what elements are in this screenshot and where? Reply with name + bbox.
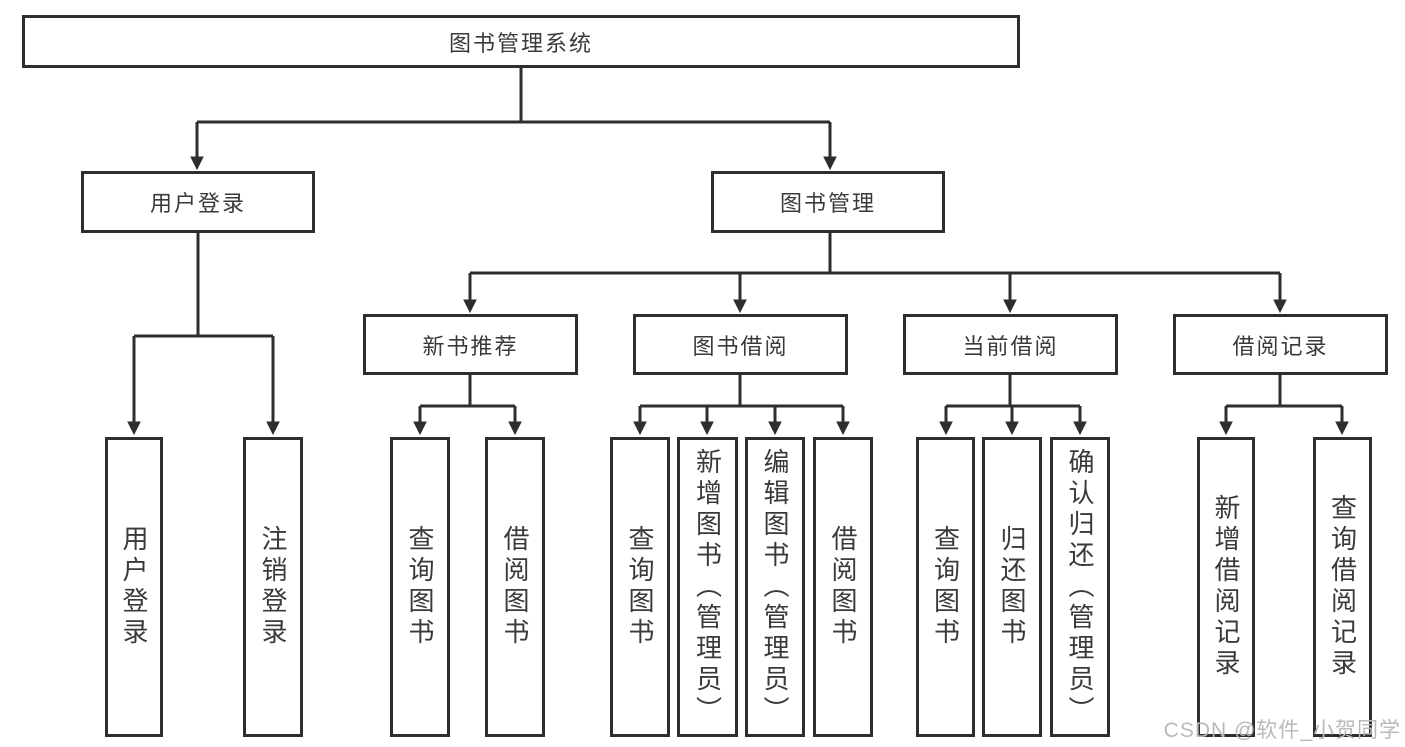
node-user-login: 用户登录 [81,171,315,233]
node-new-book-recommend: 新书推荐 [363,314,578,375]
node-borrowing-records: 借阅记录 [1173,314,1388,375]
leaf-borrow-edit-books-admin: 编辑图书（管理员） [745,437,805,737]
leaf-current-query-books: 查询图书 [916,437,975,737]
leaf-borrow-borrow-books: 借阅图书 [813,437,873,737]
leaf-current-confirm-return-admin: 确认归还（管理员） [1050,437,1110,737]
leaf-current-return-books: 归还图书 [982,437,1042,737]
node-root: 图书管理系统 [22,15,1020,68]
node-book-borrowing: 图书借阅 [633,314,848,375]
leaf-borrow-add-books-admin: 新增图书（管理员） [677,437,738,737]
csdn-watermark: CSDN @软件_小贺同学 [1163,719,1401,742]
leaf-newbook-query-books: 查询图书 [390,437,450,737]
leaf-newbook-borrow-books: 借阅图书 [485,437,545,737]
leaf-records-add-record: 新增借阅记录 [1197,437,1255,737]
leaf-borrow-query-books: 查询图书 [610,437,670,737]
leaf-records-query-record: 查询借阅记录 [1313,437,1372,737]
node-current-borrowing: 当前借阅 [903,314,1118,375]
node-book-management: 图书管理 [711,171,945,233]
leaf-user-login: 用户登录 [105,437,163,737]
leaf-logout: 注销登录 [243,437,303,737]
